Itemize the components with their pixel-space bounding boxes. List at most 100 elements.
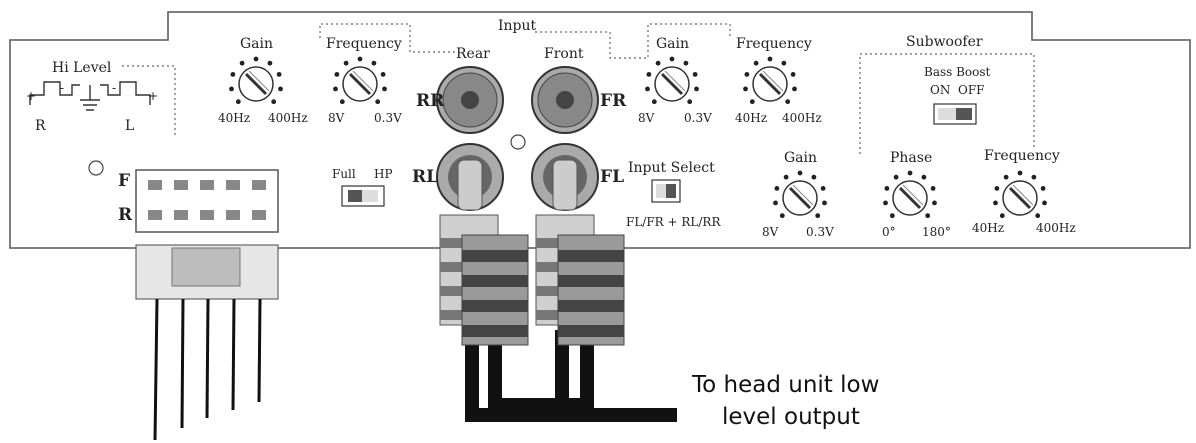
connector-pin (148, 210, 162, 220)
sub-frequency-knob[interactable] (993, 170, 1047, 219)
knob-scale-dot (1035, 213, 1041, 219)
connector-pin (200, 180, 214, 190)
knob-scale-dot (930, 186, 936, 191)
full-hp-switch[interactable] (341, 185, 385, 207)
fr-jack-label: FR (600, 91, 627, 111)
hi-level-terminals-icon (29, 81, 151, 111)
sub-gain-max: 0.3V (806, 225, 834, 239)
knob-scale-dot (921, 174, 927, 180)
sub-gain-min: 8V (762, 225, 779, 239)
sub-frequency-label: Frequency (984, 148, 1060, 164)
front-frequency-max: 400Hz (782, 111, 822, 125)
knob-scale-dot (993, 200, 998, 206)
dotted-leaders (122, 23, 1035, 154)
input-title: Input (498, 18, 537, 34)
connector-pin (226, 180, 240, 190)
rca-cable-bundle (465, 330, 677, 422)
knob-scale-dot (815, 213, 821, 219)
knob-scale-dot (646, 72, 652, 77)
sub-phase-max: 180° (922, 225, 951, 239)
connector-pin (148, 180, 162, 190)
knob-scale-dot (994, 186, 1000, 191)
input-select-option: FL/FR + RL/RR (626, 215, 721, 229)
hi-level-plus-left: + (26, 89, 36, 103)
front-gain-knob[interactable] (645, 56, 699, 105)
rear-frequency-knob[interactable] (333, 56, 387, 105)
knob-scale-dot (999, 213, 1005, 219)
hp-switch-label: HP (374, 167, 393, 181)
bass-boost-on: ON (930, 83, 950, 97)
knob-scale-dot (1017, 170, 1023, 176)
knob-scale-dot (781, 60, 787, 66)
knob-scale-dot (339, 99, 345, 105)
knob-scale-dot (1042, 200, 1047, 206)
knob-scale-dot (267, 60, 273, 66)
knob-scale-dot (774, 186, 780, 191)
hi-level-l-label: L (125, 118, 134, 134)
front-frequency-label: Frequency (736, 36, 812, 52)
rr-input-jack[interactable] (436, 66, 504, 134)
front-gain-max: 0.3V (684, 111, 712, 125)
input-select-switch[interactable] (651, 179, 681, 203)
connector-pin (200, 210, 214, 220)
knob-scale-dot (694, 86, 699, 92)
knob-scale-dot (382, 86, 387, 92)
front-frequency-knob[interactable] (743, 56, 797, 105)
knob-scale-dot (889, 213, 895, 219)
rr-jack-label: RR (416, 91, 445, 111)
knob-scale-dot (743, 86, 748, 92)
knob-scale-dot (253, 56, 259, 62)
hi-level-plus-right: + (148, 89, 158, 103)
sub-phase-min: 0° (882, 225, 896, 239)
rear-gain-label: Gain (240, 36, 273, 52)
sub-gain-label: Gain (784, 150, 817, 166)
rear-input-label: Rear (456, 46, 490, 62)
knob-scale-dot (271, 99, 277, 105)
connector-indicator-hole (88, 160, 104, 176)
knob-scale-dot (239, 60, 245, 66)
knob-scale-dot (276, 72, 282, 77)
caption-line-1: To head unit low (691, 372, 879, 398)
knob-scale-dot (371, 60, 377, 66)
connector-r-label: R (118, 205, 133, 225)
knob-scale-dot (380, 72, 386, 77)
knob-scale-dot (925, 213, 931, 219)
knob-scale-dot (229, 86, 234, 92)
knob-scale-dot (357, 56, 363, 62)
speaker-connector[interactable] (135, 169, 279, 233)
rear-frequency-label: Frequency (326, 36, 402, 52)
hi-level-r-label: R (35, 118, 46, 134)
rear-gain-min: 40Hz (218, 111, 250, 125)
sub-phase-knob[interactable] (883, 170, 937, 219)
fl-jack-label: FL (600, 167, 624, 187)
bass-boost-off: OFF (958, 83, 985, 97)
knob-scale-dot (651, 99, 657, 105)
sub-gain-knob[interactable] (773, 170, 827, 219)
knob-scale-dot (820, 186, 826, 191)
hi-level-minus-right: - (112, 81, 116, 95)
knob-scale-dot (884, 186, 890, 191)
knob-scale-dot (230, 72, 236, 77)
knob-scale-dot (779, 213, 785, 219)
front-input-label: Front (544, 46, 584, 62)
harness-plug (135, 244, 279, 300)
knob-scale-dot (692, 72, 698, 77)
knob-scale-dot (333, 86, 338, 92)
subwoofer-title: Subwoofer (906, 34, 983, 50)
bass-boost-switch[interactable] (933, 103, 977, 125)
harness-wires (153, 298, 262, 441)
front-gain-label: Gain (656, 36, 689, 52)
connector-pin (252, 210, 266, 220)
knob-scale-dot (907, 170, 913, 176)
rear-frequency-min: 8V (328, 111, 345, 125)
knob-scale-dot (1003, 174, 1009, 180)
rear-frequency-max: 0.3V (374, 111, 402, 125)
connector-pin (252, 180, 266, 190)
fr-input-jack[interactable] (531, 66, 599, 134)
knob-scale-dot (932, 200, 937, 206)
connector-pin (226, 210, 240, 220)
knob-scale-dot (783, 174, 789, 180)
knob-scale-dot (749, 99, 755, 105)
rear-gain-knob[interactable] (229, 56, 283, 105)
